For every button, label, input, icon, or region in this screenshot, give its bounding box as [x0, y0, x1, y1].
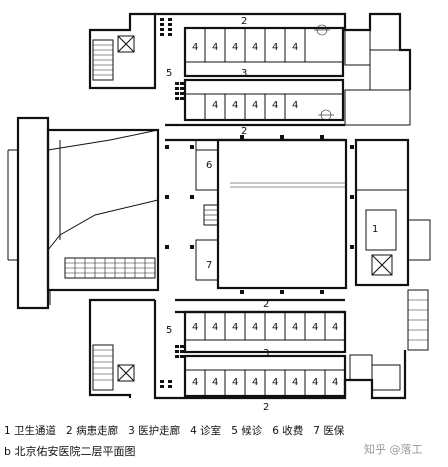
label-consult-room: 4: [212, 322, 218, 333]
legend-item-6: 6 收费: [272, 425, 304, 437]
label-sanitary-passage: 1: [372, 224, 378, 235]
legend: 1 卫生通道 2 病患走廊 3 医护走廊 4 诊室 5 候诊 6 收费 7 医保: [4, 423, 448, 438]
label-consult-room: 4: [272, 100, 278, 111]
label-consult-room: 4: [192, 42, 198, 53]
label-insurance: 7: [206, 260, 212, 271]
label-cashier: 6: [206, 160, 212, 171]
legend-item-3: 3 医护走廊: [128, 425, 181, 437]
floor-plan: 5 3 2 2 6 7 1 2 3 5 2 444444444444444444…: [7, 12, 431, 413]
label-consult-room: 4: [292, 100, 298, 111]
legend-item-4: 4 诊室: [190, 425, 222, 437]
label-waiting-low: 5: [166, 325, 172, 336]
label-staff-corridor-low: 3: [263, 348, 269, 359]
label-consult-room: 4: [212, 377, 218, 388]
label-consult-room: 4: [252, 377, 258, 388]
label-consult-room: 4: [192, 322, 198, 333]
label-consult-room: 4: [232, 377, 238, 388]
watermark: 知乎 @落工: [364, 443, 423, 456]
label-consult-room: 4: [252, 42, 258, 53]
legend-item-5: 5 候诊: [231, 425, 263, 437]
lower-wing: [88, 298, 407, 400]
room-labels: 5 3 2 2 6 7 1 2 3 5 2: [166, 16, 378, 413]
label-consult-room: 4: [332, 322, 338, 333]
label-consult-room: 4: [232, 100, 238, 111]
legend-item-1: 1 卫生通道: [4, 425, 57, 437]
figure-caption: b 北京佑安医院二层平面图: [4, 445, 136, 458]
label-consult-room: 4: [272, 377, 278, 388]
label-patient-corridor-top: 2: [241, 16, 247, 27]
label-consult-room: 4: [272, 322, 278, 333]
label-consult-room: 4: [312, 322, 318, 333]
label-consult-room: 4: [252, 322, 258, 333]
label-consult-room: 4: [292, 322, 298, 333]
label-consult-room: 4: [252, 100, 258, 111]
label-waiting-top: 5: [166, 68, 172, 79]
upper-wing: [88, 12, 412, 142]
label-consult-room: 4: [292, 377, 298, 388]
legend-item-7: 7 医保: [313, 425, 345, 437]
consult-room-labels: 4 4 4 4 4 4 4 4 4 4 4 4 4 4 4 4 4 4 4 4 4 4 4 4 4 4 4: [192, 42, 338, 388]
label-consult-room: 4: [192, 377, 198, 388]
label-consult-room: 4: [272, 42, 278, 53]
label-consult-room: 4: [212, 42, 218, 53]
label-consult-room: 4: [212, 100, 218, 111]
label-consult-room: 4: [312, 377, 318, 388]
label-consult-room: 4: [232, 322, 238, 333]
legend-item-2: 2 病患走廊: [66, 425, 119, 437]
central-atrium: [165, 135, 354, 294]
label-patient-corridor-bottom: 2: [263, 402, 269, 413]
label-consult-room: 4: [332, 377, 338, 388]
label-consult-room: 4: [232, 42, 238, 53]
left-hall: [7, 116, 160, 310]
label-staff-corridor-top: 3: [241, 68, 247, 79]
label-patient-corridor-low: 2: [263, 299, 269, 310]
label-patient-corridor-mid: 2: [241, 126, 247, 137]
label-consult-room: 4: [292, 42, 298, 53]
right-wing: [354, 138, 431, 351]
